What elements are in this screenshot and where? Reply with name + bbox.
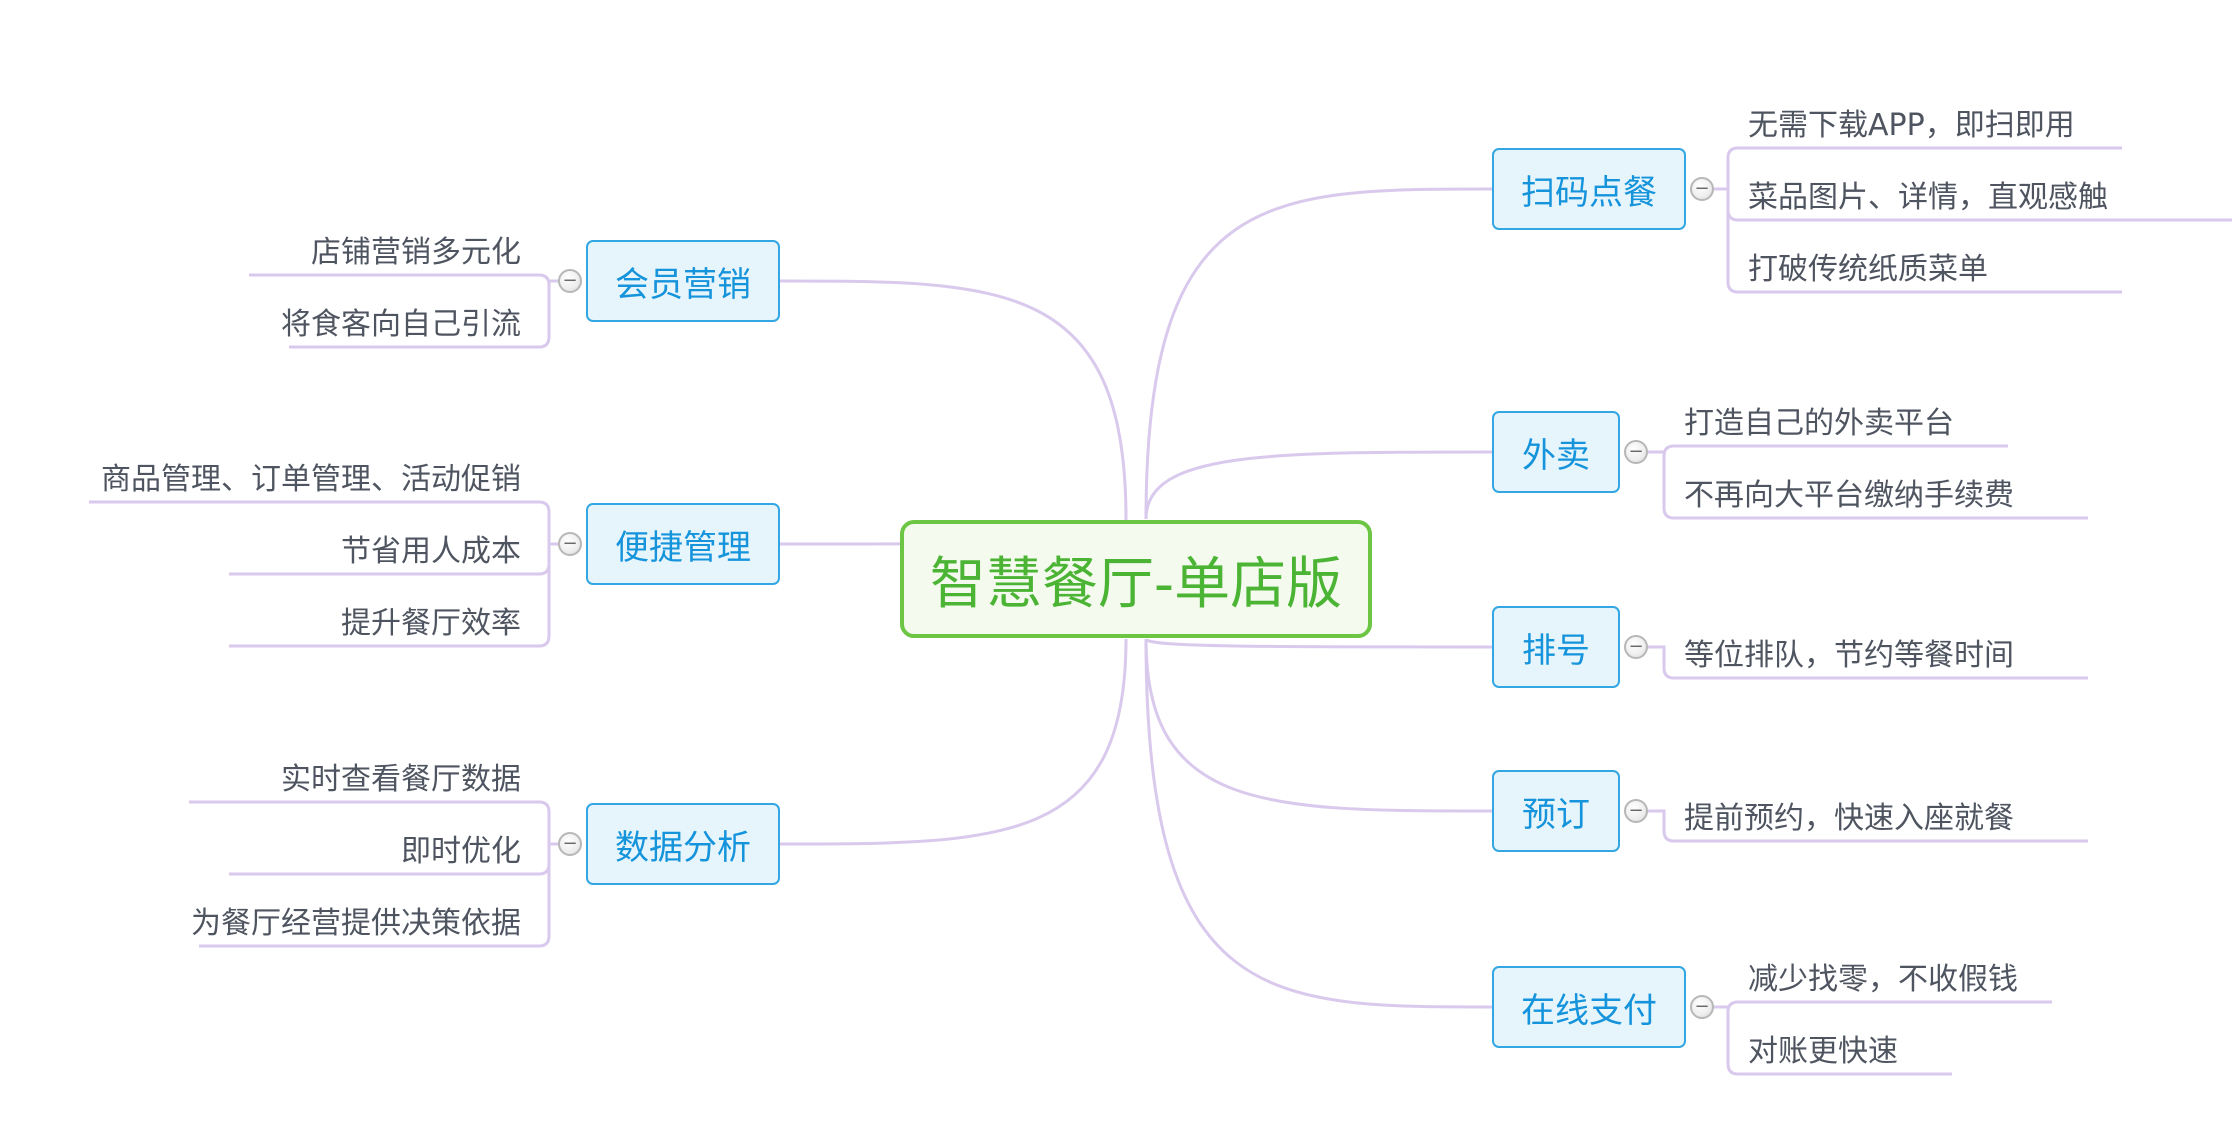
connector-pay-leaf-1 bbox=[1714, 1005, 1952, 1076]
connector-scan-leaf-2 bbox=[1714, 187, 2122, 294]
topic-member[interactable]: 会员营销 bbox=[586, 240, 780, 322]
connector-central-scan bbox=[1144, 187, 1493, 520]
leaf-pay-1[interactable]: 对账更快速 bbox=[1748, 1034, 1898, 1069]
connector-member-leaf-1 bbox=[289, 279, 558, 349]
topic-reserve[interactable]: 预订 bbox=[1492, 770, 1620, 852]
connector-takeout-leaf-1 bbox=[1648, 450, 2088, 520]
leaf-member-0[interactable]: 店铺营销多元化 bbox=[311, 235, 521, 270]
connector-central-takeout bbox=[1144, 450, 1493, 520]
leaf-takeout-0[interactable]: 打造自己的外卖平台 bbox=[1684, 406, 1954, 441]
leaf-scan-1[interactable]: 菜品图片、详情，直观感触 bbox=[1748, 180, 2108, 215]
topic-takeout[interactable]: 外卖 bbox=[1492, 411, 1620, 493]
leaf-reserve-0[interactable]: 提前预约，快速入座就餐 bbox=[1684, 801, 2014, 836]
leaf-member-1[interactable]: 将食客向自己引流 bbox=[281, 307, 521, 342]
central-topic[interactable]: 智慧餐厅-单店版 bbox=[900, 520, 1372, 638]
topic-member-label: 会员营销 bbox=[615, 264, 751, 305]
collapse-toggle-reserve[interactable]: − bbox=[1624, 799, 1648, 823]
collapse-toggle-pay[interactable]: − bbox=[1690, 995, 1714, 1019]
topic-scan[interactable]: 扫码点餐 bbox=[1492, 148, 1686, 230]
leaf-manage-2[interactable]: 提升餐厅效率 bbox=[341, 606, 521, 641]
leaf-queue-0[interactable]: 等位排队，节约等餐时间 bbox=[1684, 638, 2014, 673]
topic-pay-label: 在线支付 bbox=[1521, 990, 1657, 1031]
leaf-data-1[interactable]: 即时优化 bbox=[401, 834, 521, 869]
connector-queue-leaf-0 bbox=[1648, 645, 2088, 680]
topic-data[interactable]: 数据分析 bbox=[586, 803, 780, 885]
connector-central-reserve bbox=[1144, 638, 1493, 813]
topic-queue[interactable]: 排号 bbox=[1492, 606, 1620, 688]
leaf-data-2[interactable]: 为餐厅经营提供决策依据 bbox=[191, 906, 521, 941]
connector-central-pay bbox=[1144, 638, 1493, 1009]
leaf-pay-0[interactable]: 减少找零，不收假钱 bbox=[1748, 962, 2018, 997]
topic-scan-label: 扫码点餐 bbox=[1521, 172, 1657, 213]
connector-central-queue bbox=[1144, 637, 1493, 649]
connector-manage-leaf-0 bbox=[89, 500, 558, 546]
topic-data-label: 数据分析 bbox=[615, 827, 751, 868]
topic-queue-label: 排号 bbox=[1522, 630, 1590, 671]
collapse-toggle-member[interactable]: − bbox=[558, 269, 582, 293]
collapse-toggle-data[interactable]: − bbox=[558, 832, 582, 856]
connector-manage-leaf-2 bbox=[229, 542, 558, 648]
leaf-manage-0[interactable]: 商品管理、订单管理、活动促销 bbox=[101, 462, 521, 497]
topic-reserve-label: 预订 bbox=[1522, 794, 1590, 835]
leaf-data-0[interactable]: 实时查看餐厅数据 bbox=[281, 762, 521, 797]
connector-member-leaf-0 bbox=[249, 273, 558, 286]
connector-pay-leaf-0 bbox=[1714, 1000, 2052, 1013]
leaf-takeout-1[interactable]: 不再向大平台缴纳手续费 bbox=[1684, 478, 2014, 513]
leaf-scan-2[interactable]: 打破传统纸质菜单 bbox=[1748, 252, 1988, 287]
topic-manage-label: 便捷管理 bbox=[615, 527, 751, 568]
leaf-manage-1[interactable]: 节省用人成本 bbox=[341, 534, 521, 569]
connector-central-member bbox=[779, 279, 1128, 520]
connector-reserve-leaf-0 bbox=[1648, 809, 2088, 843]
collapse-toggle-queue[interactable]: − bbox=[1624, 635, 1648, 659]
collapse-toggle-takeout[interactable]: − bbox=[1624, 440, 1648, 464]
collapse-toggle-manage[interactable]: − bbox=[558, 532, 582, 556]
topic-takeout-label: 外卖 bbox=[1522, 435, 1590, 476]
connector-scan-leaf-0 bbox=[1714, 146, 2122, 191]
leaf-scan-0[interactable]: 无需下载APP，即扫即用 bbox=[1748, 108, 2075, 143]
topic-pay[interactable]: 在线支付 bbox=[1492, 966, 1686, 1048]
connector-takeout-leaf-0 bbox=[1648, 444, 2008, 457]
topic-manage[interactable]: 便捷管理 bbox=[586, 503, 780, 585]
connector-central-data bbox=[779, 638, 1128, 846]
central-topic-label: 智慧餐厅-单店版 bbox=[929, 551, 1343, 617]
collapse-toggle-scan[interactable]: − bbox=[1690, 177, 1714, 201]
connector-data-leaf-0 bbox=[189, 800, 558, 846]
connector-data-leaf-2 bbox=[199, 842, 558, 948]
